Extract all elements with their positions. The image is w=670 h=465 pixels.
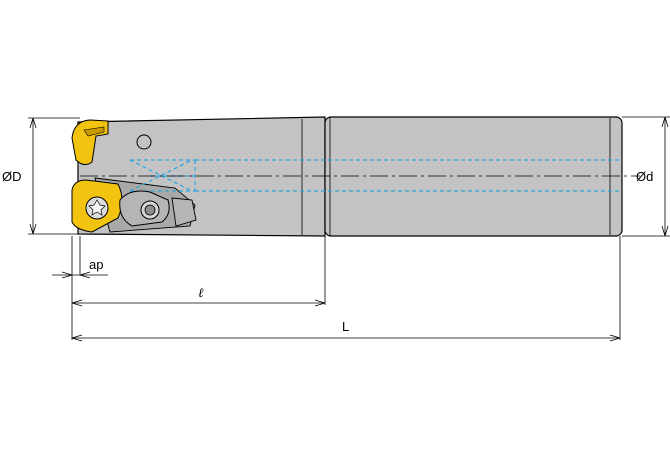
dim-shank-diameter: [622, 116, 670, 237]
label-cutter-diameter: ØD: [2, 169, 22, 184]
extension-lines: [71, 236, 621, 340]
dim-head-length: [71, 299, 326, 307]
dim-overall-length: [71, 334, 621, 342]
label-head-length: ℓ: [198, 285, 204, 300]
torx-screw-icon: [85, 196, 109, 220]
dim-cutter-diameter: [28, 117, 80, 235]
clamp-wedge: [171, 197, 197, 227]
tool-shank: [324, 116, 623, 237]
label-overall-length: L: [342, 319, 349, 334]
dim-depth-of-cut: [52, 271, 108, 279]
clamp-hole: [136, 134, 152, 150]
insert-top-inner: [83, 126, 105, 137]
label-depth-of-cut: ap: [89, 257, 103, 272]
clamp-screw-icon: [140, 200, 160, 220]
label-shank-diameter: Ød: [636, 169, 653, 184]
